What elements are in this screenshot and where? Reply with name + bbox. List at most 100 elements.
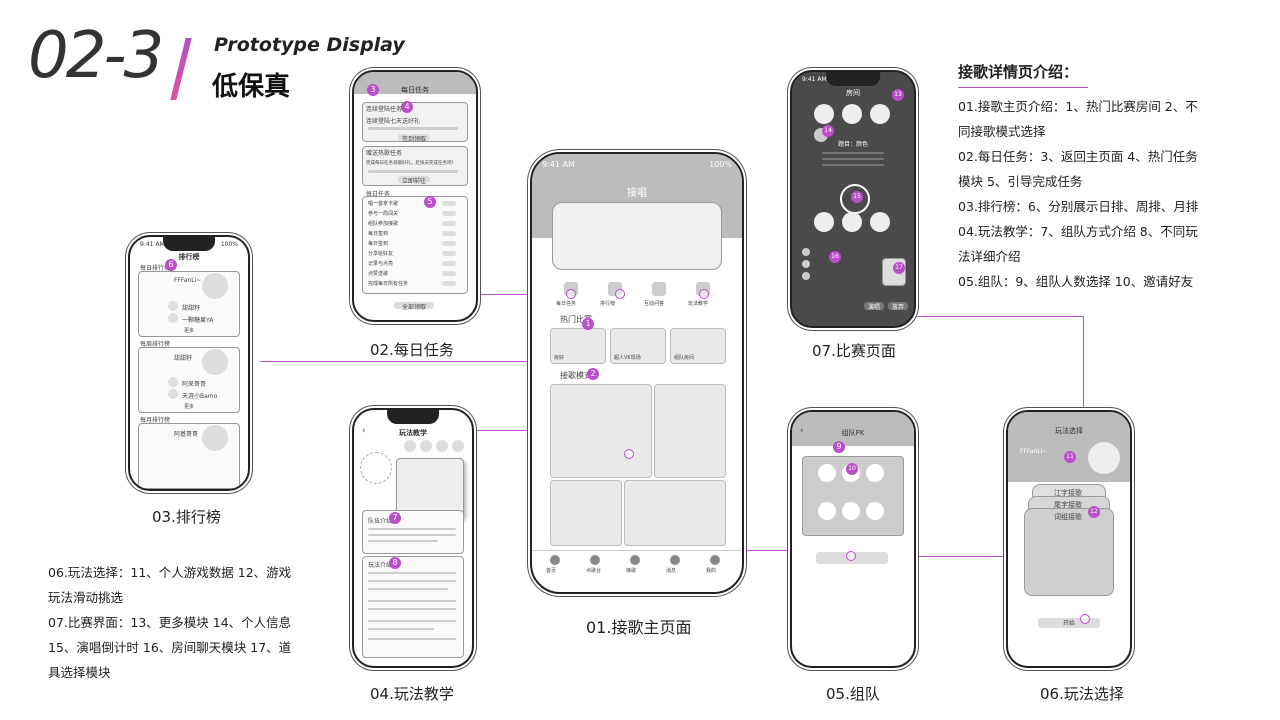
badge-9: 9 bbox=[833, 441, 845, 453]
select-start-button[interactable]: 开始 bbox=[1038, 618, 1100, 628]
menu-label[interactable]: 玩法教学 bbox=[688, 301, 709, 307]
badge-16: 16 bbox=[829, 251, 841, 263]
avatar bbox=[168, 301, 178, 311]
hotspot-tutorial[interactable] bbox=[699, 289, 709, 299]
connector-match bbox=[914, 316, 1084, 317]
daily-claim-all-button[interactable]: 全部领取 bbox=[394, 302, 434, 311]
daily-title: 每日任务 bbox=[401, 86, 429, 94]
tab-label[interactable]: 接歌 bbox=[626, 568, 637, 574]
phone-select: 玩法选择 FFFanLi~ 江字接歌尾字接歌词组接歌 开始 bbox=[1006, 410, 1132, 668]
badge-13: 13 bbox=[892, 89, 904, 101]
rank-name: 一颗糖果YA bbox=[182, 317, 214, 324]
room-label: 超人VK现场 bbox=[614, 355, 641, 361]
menu-label[interactable]: 互动问答 bbox=[644, 301, 665, 307]
caption-daily: 02.每日任务 bbox=[370, 341, 454, 359]
daily-hot-desc: 完成每日任务领取好礼，赶快去完成任务吧！ bbox=[366, 161, 456, 166]
notes-right-line: 法详细介绍 bbox=[958, 249, 1021, 264]
badge-8: 8 bbox=[389, 557, 401, 569]
mode-card-label: 江字接歌 bbox=[1054, 489, 1082, 497]
mode-card-4[interactable] bbox=[624, 480, 726, 546]
caption-rank: 03.排行榜 bbox=[152, 508, 221, 526]
mode-card[interactable] bbox=[1024, 508, 1114, 596]
daily-task-button[interactable] bbox=[442, 261, 456, 266]
tab-label[interactable]: 首页 bbox=[546, 568, 557, 574]
mode-card-1[interactable] bbox=[550, 384, 652, 478]
rank-more[interactable]: 更多 bbox=[184, 404, 195, 410]
mode-card-2[interactable] bbox=[654, 384, 726, 478]
rank-more[interactable]: 更多 bbox=[184, 328, 195, 334]
tutorial-title: 玩法教学 bbox=[399, 429, 427, 437]
badge-17: 17 bbox=[893, 262, 905, 274]
back-icon[interactable]: ‹ bbox=[800, 426, 804, 436]
invite-slot[interactable] bbox=[818, 502, 836, 520]
hotspot-select[interactable] bbox=[846, 551, 856, 561]
notes-left-line: 玩法滑动挑选 bbox=[48, 590, 124, 605]
room-card[interactable] bbox=[610, 328, 666, 364]
back-icon[interactable]: ‹ bbox=[362, 426, 366, 436]
invite-slot[interactable] bbox=[818, 464, 836, 482]
tab-icon[interactable] bbox=[630, 555, 640, 565]
daily-sign-button[interactable]: 签到领取 bbox=[398, 134, 430, 143]
main-banner[interactable] bbox=[552, 202, 722, 270]
daily-task-button[interactable] bbox=[442, 231, 456, 236]
room-card[interactable] bbox=[550, 328, 606, 364]
daily-go-button[interactable]: 立即前往 bbox=[398, 176, 430, 185]
tab-icon[interactable] bbox=[550, 555, 560, 565]
daily-task-button[interactable] bbox=[442, 251, 456, 256]
daily-hot-header: 赠送热歌任务 bbox=[366, 150, 403, 157]
tab-icon[interactable] bbox=[670, 555, 680, 565]
avatar bbox=[202, 349, 228, 375]
hotspot-daily[interactable] bbox=[566, 289, 576, 299]
room-card[interactable] bbox=[670, 328, 726, 364]
header-accent-bar bbox=[170, 38, 192, 100]
menu-label[interactable]: 排行榜 bbox=[600, 301, 616, 307]
main-title: 接唱 bbox=[627, 188, 647, 199]
main-mode-label: 接歌模式 bbox=[560, 371, 592, 380]
daily-task-item: 点赞送歌 bbox=[368, 271, 389, 277]
rank-title: 排行榜 bbox=[178, 253, 200, 261]
daily-task-button[interactable] bbox=[442, 271, 456, 276]
rank-section-title: 每周排行榜 bbox=[140, 341, 171, 348]
mode-card-label: 词组接歌 bbox=[1054, 513, 1082, 521]
badge-15: 15 bbox=[851, 191, 863, 203]
badge-11: 11 bbox=[1064, 451, 1076, 463]
tab-icon[interactable] bbox=[710, 555, 720, 565]
hotspot-team[interactable] bbox=[624, 449, 634, 459]
tab-label[interactable]: 我的 bbox=[706, 568, 717, 574]
avatar bbox=[202, 273, 228, 299]
invite-slot[interactable] bbox=[842, 502, 860, 520]
hotspot-rank[interactable] bbox=[615, 289, 625, 299]
mode-card-3[interactable] bbox=[550, 480, 622, 546]
invite-slot[interactable] bbox=[866, 502, 884, 520]
menu-label[interactable]: 每日任务 bbox=[556, 301, 577, 307]
header-title-en: Prototype Display bbox=[214, 34, 405, 56]
daily-task-button[interactable] bbox=[442, 241, 456, 246]
notes-left-line: 15、演唱倒计时 16、房间聊天模块 17、道 bbox=[48, 640, 292, 655]
sing-button[interactable]: 演唱 bbox=[864, 302, 884, 311]
select-user-name: FFFanLi~ bbox=[1020, 448, 1048, 455]
daily-task-item: 唱一首拿卡歌 bbox=[368, 201, 399, 207]
phone-team: 组队PK ‹ bbox=[790, 410, 916, 668]
tab-label[interactable]: 点歌台 bbox=[586, 568, 602, 574]
caption-main: 01.接歌主页面 bbox=[586, 618, 692, 637]
daily-task-button[interactable] bbox=[442, 201, 456, 206]
menu-icon[interactable] bbox=[652, 282, 666, 296]
invite-slot[interactable] bbox=[866, 464, 884, 482]
daily-list-title: 每日任务 bbox=[366, 191, 391, 198]
daily-task-button[interactable] bbox=[442, 211, 456, 216]
badge-10: 10 bbox=[846, 463, 858, 475]
notes-right-line: 模块 5、引导完成任务 bbox=[958, 174, 1083, 189]
giveup-button[interactable]: 放弃 bbox=[888, 302, 908, 311]
daily-task-button[interactable] bbox=[442, 221, 456, 226]
notes-right-line: 04.玩法教学：7、组队方式介绍 8、不同玩 bbox=[958, 224, 1198, 239]
tutorial-popup-card bbox=[396, 458, 464, 518]
tab-icon[interactable] bbox=[590, 555, 600, 565]
connector-daily bbox=[478, 294, 572, 295]
hotspot-match[interactable] bbox=[1080, 614, 1090, 624]
tutorial-team-title: 队伍介绍 bbox=[368, 518, 393, 525]
daily-task-button[interactable] bbox=[442, 281, 456, 286]
notes-right-title: 接歌详情页介绍： bbox=[958, 63, 1079, 81]
select-title: 玩法选择 bbox=[1055, 427, 1083, 435]
tab-label[interactable]: 消息 bbox=[666, 568, 677, 574]
main-hot-label: 热门比赛 bbox=[560, 315, 592, 324]
